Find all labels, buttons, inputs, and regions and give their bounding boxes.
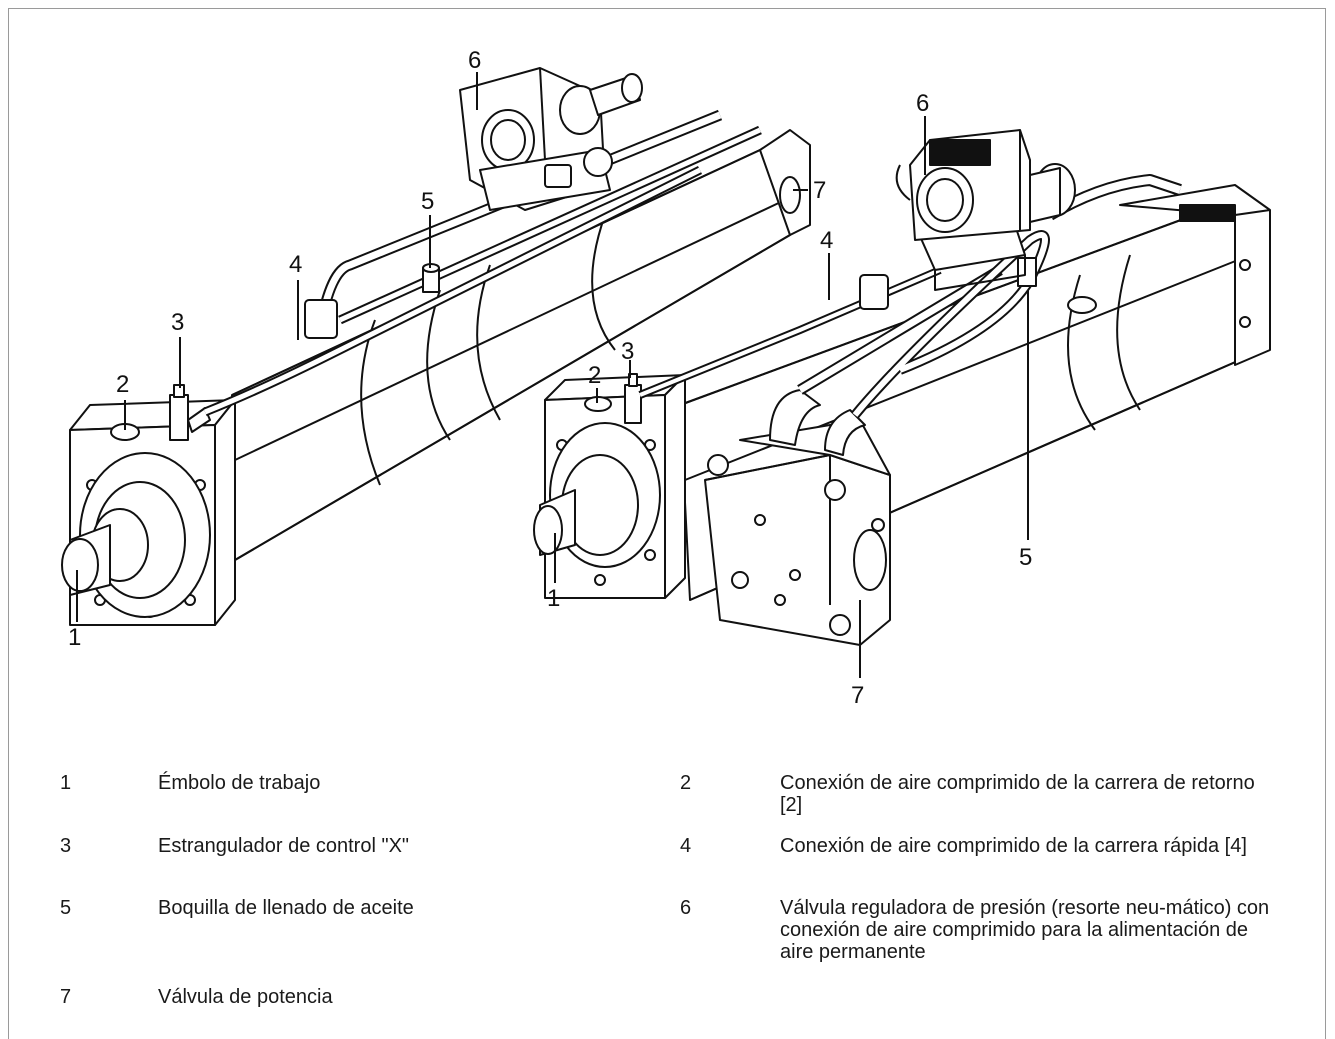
legend-num-5: 5 (60, 897, 72, 919)
legend-text-4: Conexión de aire comprimido de la carrer… (780, 835, 1247, 857)
right-callout-4: 4 (820, 227, 833, 254)
legend-num-2: 2 (680, 772, 692, 794)
legend-num-4: 4 (680, 835, 692, 857)
legend-text-2: Conexión de aire comprimido de la carrer… (780, 772, 1255, 816)
document-frame (8, 8, 1326, 1039)
right-callout-5: 5 (1019, 544, 1032, 571)
legend-text-6: Válvula reguladora de presión (resorte n… (780, 897, 1270, 963)
right-callout-3: 3 (621, 338, 634, 365)
legend-text-7: Válvula de potencia (158, 986, 333, 1008)
legend-text-1: Émbolo de trabajo (158, 772, 321, 794)
left-callout-7: 7 (813, 177, 826, 204)
legend-num-7: 7 (60, 986, 72, 1008)
legend-num-1: 1 (60, 772, 72, 794)
cylinders-illustration: 1 2 3 4 5 6 7 1 2 3 4 5 6 7 (61, 47, 1271, 709)
left-callout-5: 5 (421, 188, 434, 215)
right-cylinder (533, 129, 1271, 646)
left-callout-4: 4 (289, 251, 302, 278)
right-callout-2: 2 (588, 362, 601, 389)
left-callout-3: 3 (171, 309, 184, 336)
right-callout-6: 6 (916, 90, 929, 117)
legend-text-5: Boquilla de llenado de aceite (158, 897, 414, 919)
right-callout-7: 7 (851, 682, 864, 709)
leader-lines (76, 72, 1029, 678)
legend-num-3: 3 (60, 835, 72, 857)
left-cylinder (61, 67, 811, 626)
legend-text-3: Estrangulador de control "X" (158, 835, 410, 857)
legend-num-6: 6 (680, 897, 692, 919)
left-callout-1: 1 (68, 624, 81, 651)
right-callout-1: 1 (547, 585, 560, 612)
left-callout-6: 6 (468, 47, 481, 74)
left-callout-2: 2 (116, 371, 129, 398)
